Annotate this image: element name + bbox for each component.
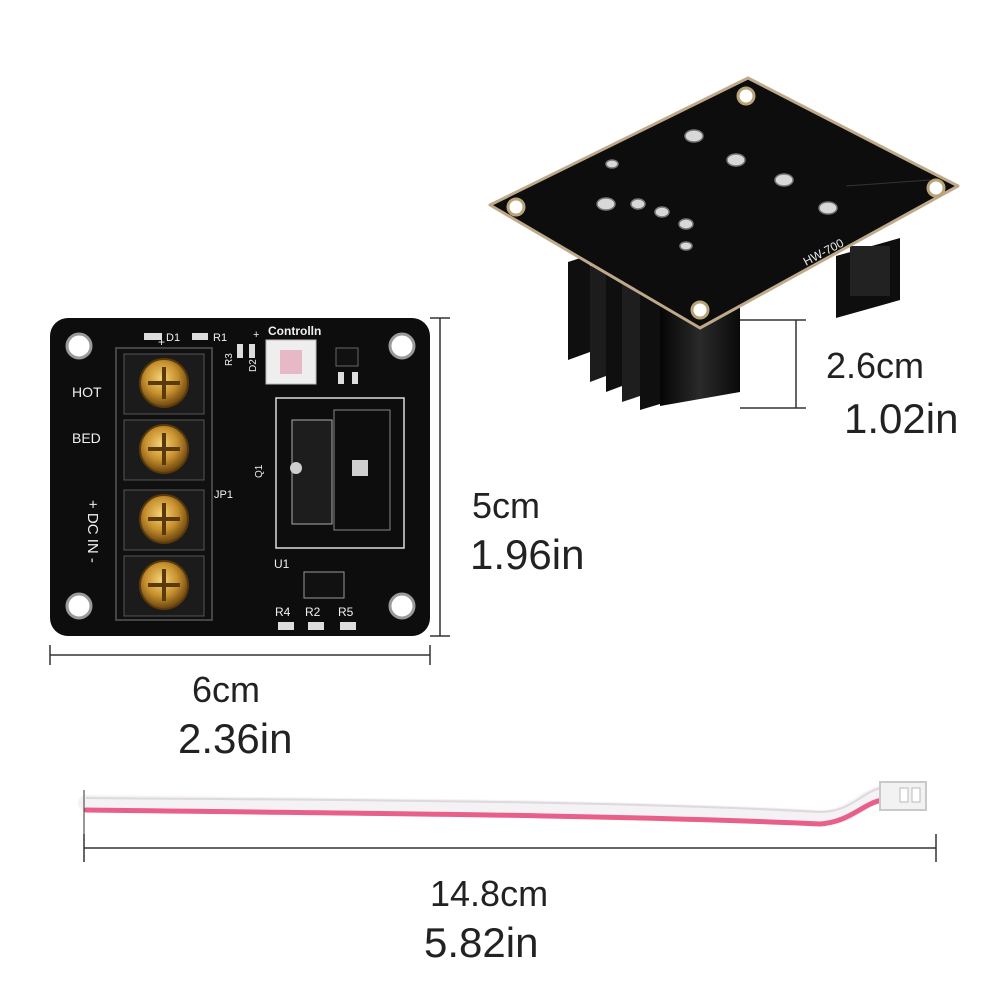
label-d1: D1 bbox=[166, 332, 180, 344]
dim-board-height-in: 1.96in bbox=[470, 531, 585, 578]
dimension-lines-back bbox=[740, 319, 806, 409]
mounting-hole bbox=[388, 592, 416, 620]
label-r2: R2 bbox=[305, 605, 321, 619]
pcb-back bbox=[488, 76, 960, 330]
mounting-hole bbox=[65, 592, 93, 620]
mosfet-outline bbox=[275, 397, 405, 549]
dim-cable-cm: 14.8cm bbox=[430, 873, 549, 914]
label-dc-in: + DC IN - bbox=[84, 500, 101, 563]
mounting-hole bbox=[736, 86, 756, 106]
u1-chip bbox=[303, 571, 345, 599]
dim-board-height-cm: 5cm bbox=[472, 485, 541, 526]
label-r1: R1 bbox=[213, 332, 227, 344]
label-bed: BED bbox=[72, 430, 101, 446]
solder-joints bbox=[596, 129, 838, 251]
mounting-hole bbox=[388, 332, 416, 360]
connector-jst bbox=[879, 781, 927, 811]
label-r3: R3 bbox=[224, 353, 235, 366]
mounting-hole bbox=[65, 332, 93, 360]
label-r5: R5 bbox=[338, 605, 354, 619]
dimension-lines-cable bbox=[83, 790, 937, 862]
dim-board-width-cm: 6cm bbox=[192, 669, 261, 710]
label-r4: R4 bbox=[275, 605, 291, 619]
label-u1: U1 bbox=[274, 557, 290, 571]
dim-board-width-in: 2.36in bbox=[178, 715, 293, 762]
mounting-hole bbox=[506, 197, 526, 217]
dim-height-in: 1.02in bbox=[844, 395, 959, 442]
mounting-hole bbox=[926, 178, 946, 198]
label-plus-d1: + bbox=[158, 335, 165, 349]
dimension-lines-front bbox=[49, 317, 450, 665]
label-q1: Q1 bbox=[254, 464, 265, 478]
label-d2: D2 bbox=[248, 359, 259, 372]
label-hot: HOT bbox=[72, 384, 102, 400]
dim-cable-in: 5.82in bbox=[424, 919, 539, 966]
mounting-hole bbox=[690, 300, 710, 320]
dim-height-cm: 2.6cm bbox=[826, 345, 925, 386]
label-jp1: JP1 bbox=[214, 489, 233, 501]
terminal-screws bbox=[123, 353, 205, 617]
cable-wire bbox=[78, 786, 888, 827]
label-plus-d2: + bbox=[253, 329, 259, 341]
label-control-in: Controlln bbox=[268, 324, 321, 338]
